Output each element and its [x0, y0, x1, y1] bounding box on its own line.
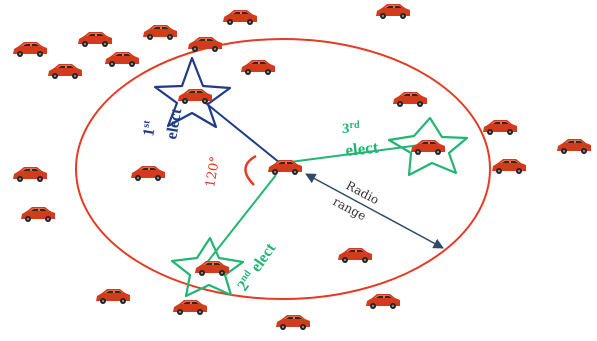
car-icon [411, 140, 445, 155]
car-icons [13, 4, 591, 330]
car-icon [268, 160, 302, 175]
third-elect-word: elect [344, 138, 379, 160]
radio-range-circle [75, 38, 491, 300]
third-elect-num: 3 [342, 121, 350, 137]
first-elect-sup: st [141, 119, 153, 129]
second-elect-star-icon [170, 236, 245, 298]
car-icon [48, 64, 82, 79]
car-icon [276, 315, 310, 330]
car-icon [241, 60, 275, 75]
first-elect-link [201, 99, 281, 164]
car-icon [13, 42, 47, 57]
third-elect-sup: rd [350, 120, 360, 131]
radio-range-arrow [305, 173, 444, 249]
svg-text:1st: 1st [139, 119, 159, 138]
car-icon [338, 248, 372, 263]
car-icon [21, 207, 55, 222]
car-icon [173, 300, 207, 315]
car-icon [393, 92, 427, 107]
third-elect-link [289, 144, 421, 163]
car-icon [557, 139, 591, 154]
first-elect-num: 1 [140, 127, 158, 138]
car-icon [13, 167, 47, 182]
third-elect-label: 3rd elect [342, 120, 380, 160]
car-icon [195, 261, 229, 276]
car-icon [366, 294, 400, 309]
car-icon [492, 159, 526, 174]
car-icon [131, 166, 165, 181]
svg-text:3rd: 3rd [342, 120, 360, 137]
car-icon [178, 89, 212, 104]
first-elect-star-icon [153, 56, 232, 129]
car-icon [143, 25, 177, 40]
angle-arc [244, 154, 257, 186]
car-icon [188, 37, 222, 52]
third-elect-star-icon [387, 116, 469, 177]
car-icon [96, 289, 130, 304]
first-elect-word: elect [163, 106, 185, 140]
car-icon [483, 120, 517, 135]
car-icon [78, 32, 112, 47]
second-elect-label: 2ndelect [234, 239, 280, 295]
second-elect-word: elect [248, 240, 280, 276]
car-icon [376, 4, 410, 19]
svg-text:2ndelect: 2ndelect [234, 239, 280, 294]
car-icon [223, 10, 257, 25]
second-elect-link [204, 174, 277, 266]
car-icon [105, 52, 139, 67]
first-elect-label: 1st [139, 119, 159, 138]
angle-label: 120° [203, 155, 223, 188]
